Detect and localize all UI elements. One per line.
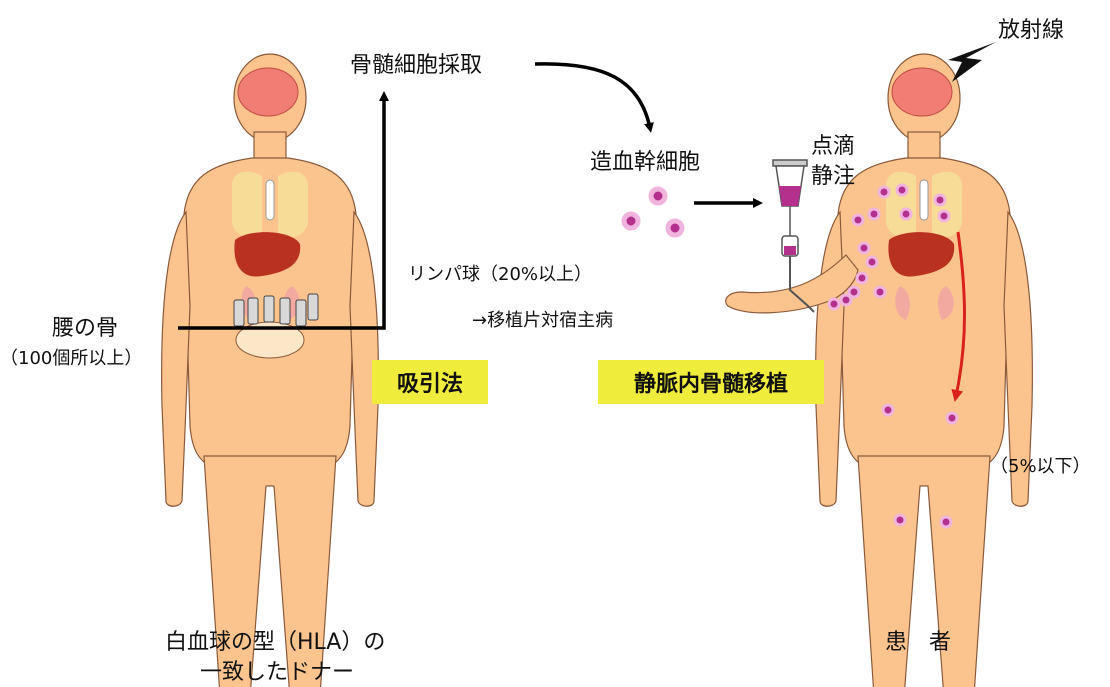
patient-stem-cell bbox=[857, 273, 867, 283]
patient-stem-cell bbox=[841, 295, 851, 305]
harvest-to-cells-arrow bbox=[535, 64, 650, 128]
hip-bone-count-label: （100個所以上） bbox=[0, 350, 142, 368]
stem-cells-label: 造血幹細胞 bbox=[590, 152, 700, 174]
drip-label-line1: 点滴 bbox=[811, 136, 855, 158]
patient-stem-cell bbox=[947, 413, 957, 423]
aspiration-method-box: 吸引法 bbox=[372, 360, 488, 404]
patient-stem-cell bbox=[875, 287, 885, 297]
hip-bone-label: 腰の骨 bbox=[52, 318, 118, 340]
drip-label-line2: 静注 bbox=[811, 166, 855, 188]
lymphocyte-label: リンパ球（20%以上） bbox=[408, 266, 592, 284]
patient-brain bbox=[892, 68, 952, 116]
radiation-bolt bbox=[948, 42, 996, 82]
donor-brain bbox=[238, 68, 298, 116]
stem-cell bbox=[651, 189, 665, 203]
stem-cell bbox=[668, 221, 682, 235]
stem-cell-group bbox=[624, 189, 682, 235]
patient-stem-cell bbox=[859, 243, 869, 253]
patient-stem-cell bbox=[883, 405, 893, 415]
patient-stem-cell bbox=[829, 299, 839, 309]
patient-stem-cell bbox=[895, 515, 905, 525]
patient-stem-cell bbox=[941, 517, 951, 527]
patient-label: 患 者 bbox=[885, 632, 951, 654]
harvest-label: 骨髄細胞採取 bbox=[350, 55, 482, 77]
radiation-label: 放射線 bbox=[998, 20, 1064, 42]
gvhd-label: →移植片対宿主病 bbox=[472, 312, 613, 330]
patient-stem-cell bbox=[879, 187, 889, 197]
patient-stem-cell bbox=[853, 215, 863, 225]
patient-stem-cell bbox=[867, 257, 877, 267]
donor-trachea bbox=[266, 180, 274, 220]
patient-stem-cell bbox=[897, 185, 907, 195]
stem-cell bbox=[624, 214, 638, 228]
patient-stem-cell bbox=[901, 209, 911, 219]
iv-transplant-box: 静脈内骨髄移植 bbox=[598, 360, 824, 404]
donor-figure bbox=[162, 54, 379, 687]
donor-label-line2: 一致したドナー bbox=[200, 662, 354, 684]
donor-label-line1: 白血球の型（HLA）の bbox=[165, 632, 385, 654]
patient-stem-cell bbox=[939, 211, 949, 221]
patient-trachea bbox=[920, 180, 928, 220]
patient-stem-cell bbox=[935, 195, 945, 205]
patient-share-label: （5%以下） bbox=[990, 458, 1091, 476]
patient-stem-cell bbox=[869, 209, 879, 219]
